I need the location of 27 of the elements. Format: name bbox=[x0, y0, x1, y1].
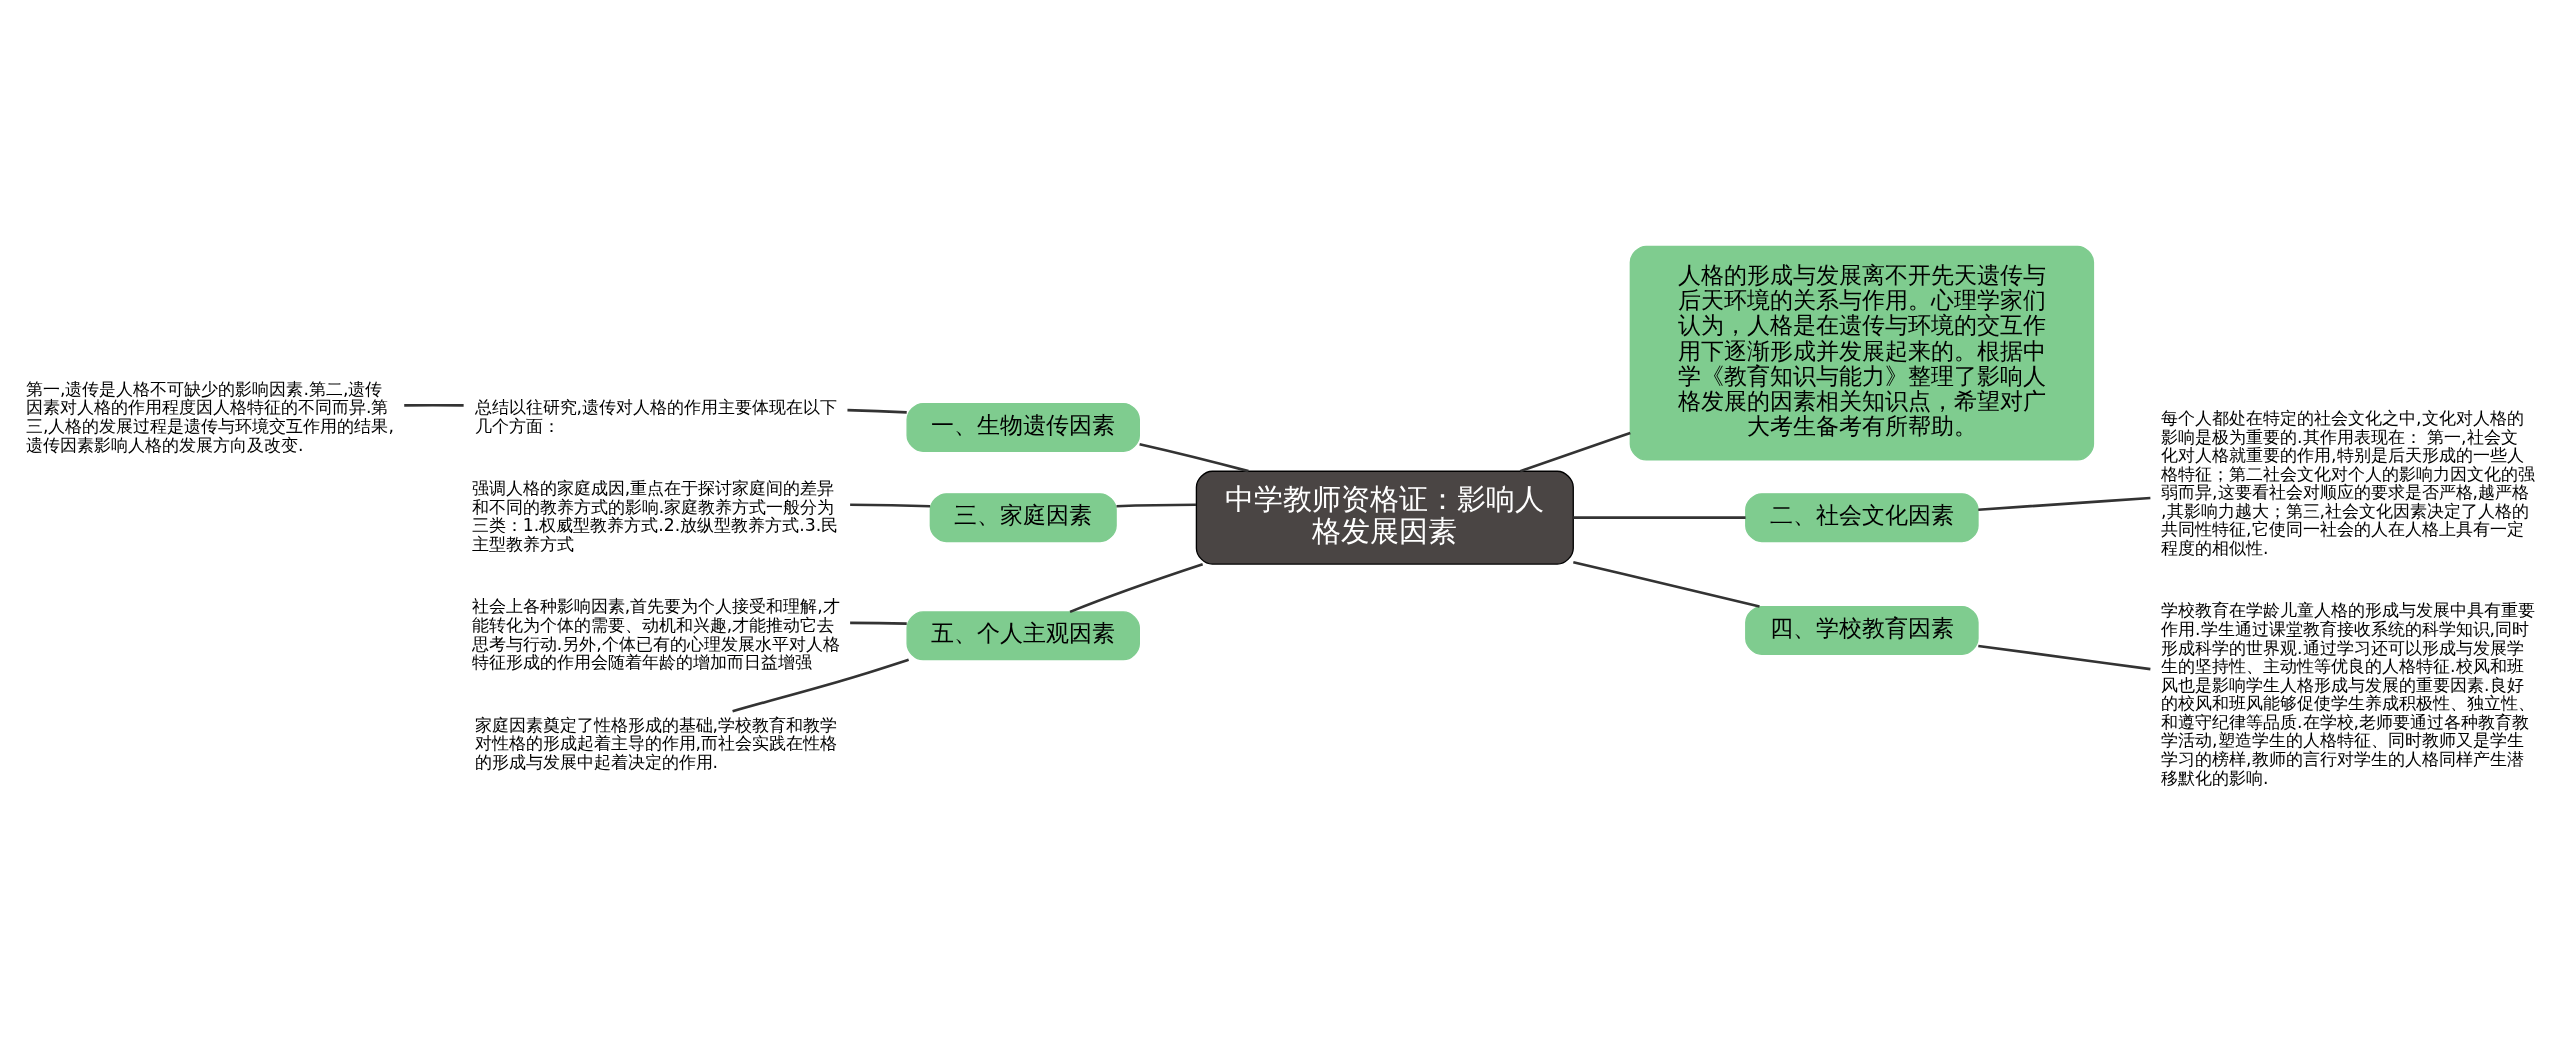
connector bbox=[850, 502, 931, 508]
node-box: 一、生物遗传因素 bbox=[906, 402, 1140, 452]
node-text: 第一,遗传是人格不可缺少的影响因素.第二,遗传因素对人格的作用程度因人格特征的不同而异.第三,人格的发展过程是遗传与环境交互作用的结果,遗传因素影响人格的发展方向及改变. bbox=[25, 378, 394, 455]
connector bbox=[1573, 560, 1760, 608]
node-box: 中学教师资格证：影响人格发展因素 bbox=[1195, 470, 1574, 565]
connector bbox=[850, 621, 907, 625]
connector bbox=[1573, 515, 1746, 519]
connector bbox=[847, 408, 907, 414]
node-text: 家庭因素奠定了性格形成的基础,学校教育和教学对性格的形成起着主导的作用,而社会实践在性格的形成与发展中起着决定的作用. bbox=[474, 714, 837, 772]
connector bbox=[404, 403, 464, 407]
node-text: 每个人都处在特定的社会文化之中,文化对人格的影响是极为重要的.其作用表现在： 第一,社会文化对人格就重要的作用,特别是后天形成的一些人格特征；第二社会文化对个人的影响力因文化的强弱而异,这要看社会对顺应的要求是否严格,越严格,其影响力越大；第三,社会文化因素决定了人格的共同性特征,它使同一社会的人在人格上具有一定程度的相似性. bbox=[2161, 407, 2536, 558]
connector bbox=[1116, 502, 1197, 508]
node-text: 社会上各种影响因素,首先要为个人接受和理解,才能转化为个体的需要、动机和兴趣,才能推动它去思考与行动.另外,个体已有的心理发展水平对人格特征形成的作用会随着年龄的增加而日益增强 bbox=[471, 595, 840, 672]
connector bbox=[1139, 442, 1249, 472]
node-box: 五、个人主观因素 bbox=[906, 610, 1140, 660]
connector bbox=[1519, 431, 1631, 472]
node-box: 四、学校教育因素 bbox=[1745, 605, 1979, 655]
node-box: 二、社会文化因素 bbox=[1745, 492, 1979, 542]
node-box: 人格的形成与发展离不开先天遗传与后天环境的关系与作用。心理学家们认为，人格是在遗传与环境的交互作用下逐渐形成并发展起来的。根据中学《教育知识与能力》整理了影响人格发展的因素相关知识点，希望对广大考生备考有所帮助。 bbox=[1629, 245, 2095, 461]
node-text: 强调人格的家庭成因,重点在于探讨家庭间的差异和不同的教养方式的影响.家庭教养方式一般分为三类：1.权威型教养方式.2.放纵型教养方式.3.民主型教养方式 bbox=[471, 477, 839, 554]
node-text: 总结以往研究,遗传对人格的作用主要体现在以下几个方面： bbox=[474, 396, 837, 436]
node-text: 学校教育在学龄儿童人格的形成与发展中具有重要作用.学生通过课堂教育接收系统的科学知识,同时形成科学的世界观.通过学习还可以形成与发展学生的坚持性、主动性等优良的人格特征.校风和班风也是影响学生人格形成与发展的重要因素.良好的校风和班风能够促使学生养成积极性、独立性、和遵守纪律等品质.在学校,老师要通过各种教育教学活动,塑造学生的人格特征、同时教师又是学生学习的榜样,教师的言行对学生的人格同样产生潜移默化的影响. bbox=[2161, 599, 2536, 788]
connector bbox=[1978, 496, 2151, 511]
connector bbox=[732, 657, 910, 713]
node-box: 三、家庭因素 bbox=[929, 492, 1117, 542]
connector bbox=[1069, 562, 1204, 613]
connector bbox=[1978, 644, 2151, 670]
